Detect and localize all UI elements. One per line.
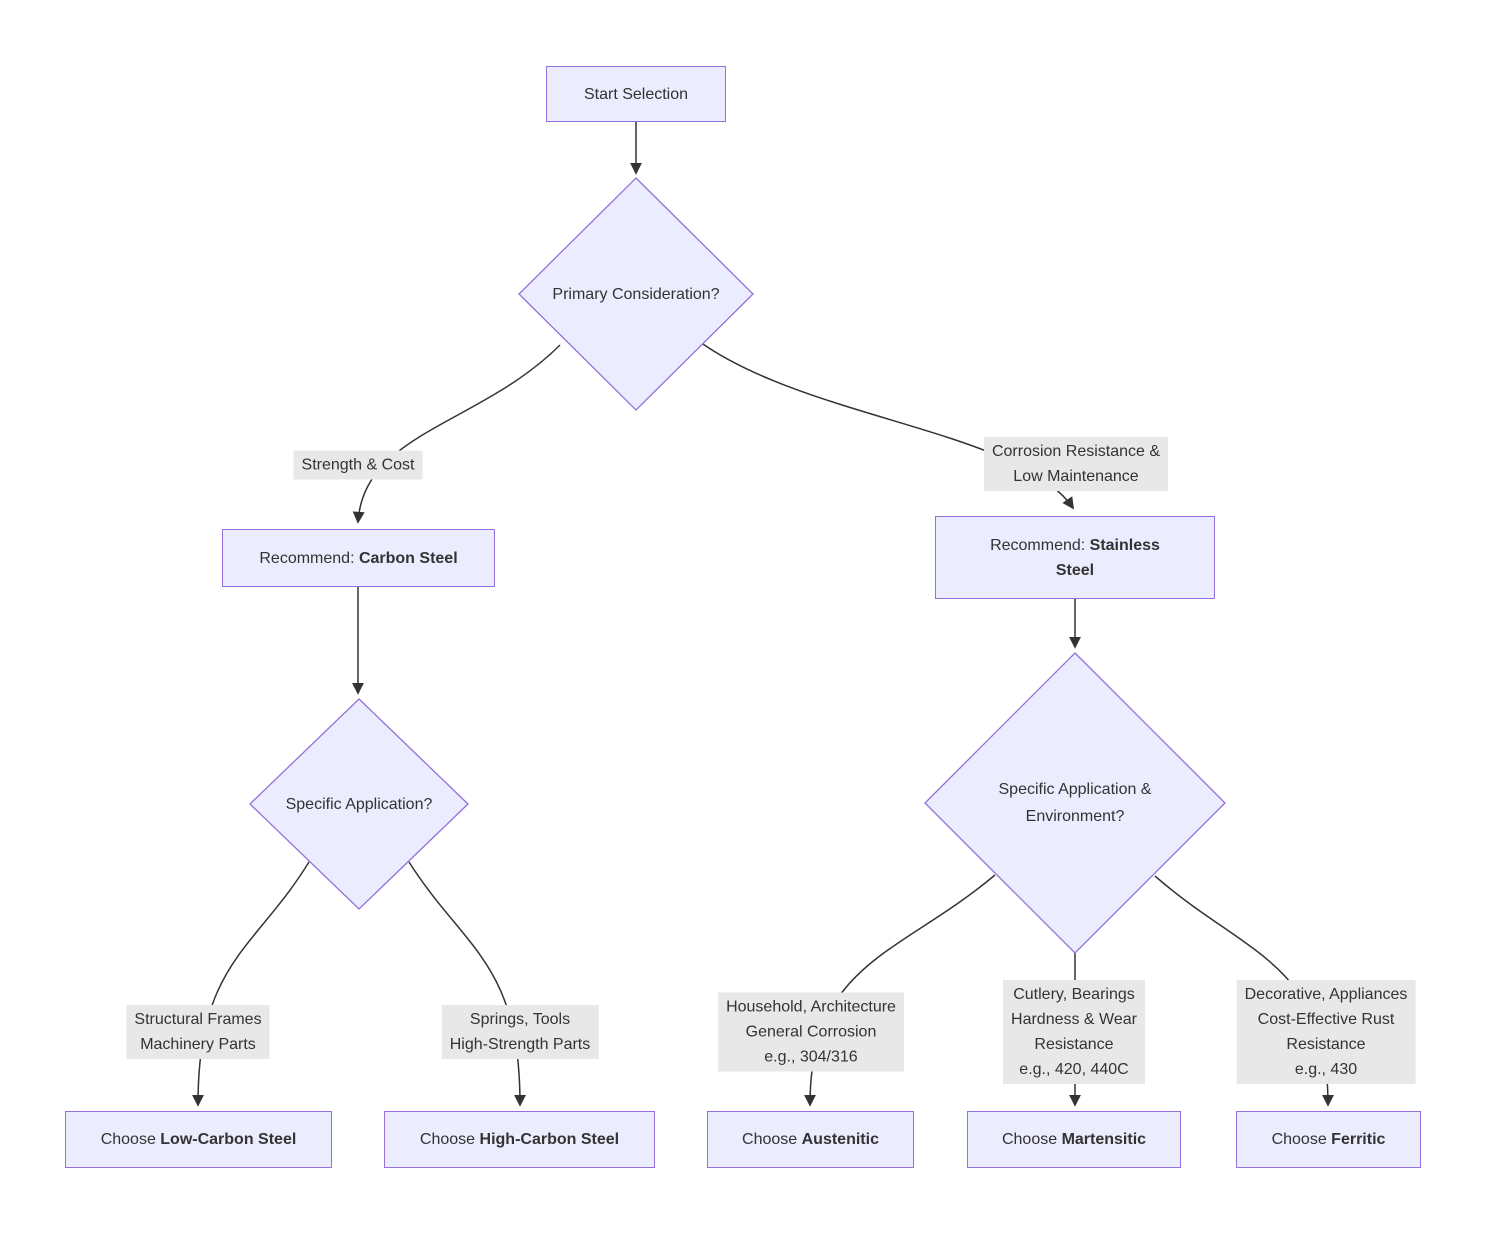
edge-label-decorative-appliances: Decorative, Appliances Cost-Effective Ru… — [1236, 980, 1416, 1084]
edge-label-line: General Corrosion — [745, 1023, 877, 1041]
edge-label-line: Cutlery, Bearings — [1013, 986, 1135, 1003]
edge-label-line: Strength & Cost — [301, 456, 415, 474]
edge-label-line: Household, Architecture — [726, 998, 896, 1016]
diamond-specific-environment — [924, 652, 1226, 954]
edge-primary-to-carbon — [352, 344, 561, 524]
node-recommend-stainless-steel: Recommend: Stainless Steel — [935, 516, 1215, 599]
node-label: Choose Low-Carbon Steel — [100, 1131, 297, 1148]
edge-label-cutlery-bearings: Cutlery, Bearings Hardness & Wear Resist… — [1003, 980, 1145, 1084]
edge-label-springs-tools: Springs, Tools High-Strength Parts — [441, 1005, 599, 1059]
edge-label-structural-frames: Structural Frames Machinery Parts — [126, 1005, 270, 1059]
node-start-selection: Start Selection — [546, 66, 726, 122]
edge-label-line: Hardness & Wear — [1011, 1011, 1137, 1028]
diamond-specific-application — [249, 698, 469, 910]
edge-label-line: Structural Frames — [134, 1011, 262, 1028]
edge-label-strength-cost: Strength & Cost — [293, 450, 423, 480]
edge-specific-to-low-carbon — [192, 861, 310, 1107]
node-recommend-carbon-steel: Recommend: Carbon Steel — [222, 529, 495, 587]
edge-label-line: e.g., 420, 440C — [1019, 1061, 1129, 1078]
edge-label-line: High-Strength Parts — [449, 1036, 591, 1053]
edge-label-line: Springs, Tools — [469, 1011, 571, 1028]
node-choose-austenitic: Choose Austenitic — [707, 1111, 914, 1168]
diamond-primary-consideration — [518, 177, 754, 411]
node-label: Choose High-Carbon Steel — [419, 1131, 620, 1148]
edge-label-line: Resistance — [1286, 1036, 1366, 1053]
node-label: Choose Ferritic — [1271, 1131, 1386, 1148]
node-label: Start Selection — [583, 85, 689, 103]
edge-label-line: Corrosion Resistance & — [991, 443, 1161, 460]
edge-label-line: Cost-Effective Rust — [1257, 1011, 1395, 1028]
edge-label-line: Low Maintenance — [1013, 468, 1139, 485]
node-choose-ferritic: Choose Ferritic — [1236, 1111, 1421, 1168]
edge-label-household-architecture: Household, Architecture General Corrosio… — [718, 992, 904, 1072]
node-label: Recommend: Carbon Steel — [259, 549, 458, 567]
edge-specific-to-high-carbon — [408, 861, 526, 1107]
node-choose-high-carbon-steel: Choose High-Carbon Steel — [384, 1111, 655, 1168]
edge-label-line: Decorative, Appliances — [1244, 986, 1408, 1003]
edge-label-line: Machinery Parts — [140, 1036, 256, 1053]
node-label: Choose Austenitic — [742, 1131, 879, 1148]
edge-label-line: e.g., 304/316 — [764, 1048, 858, 1066]
node-choose-low-carbon-steel: Choose Low-Carbon Steel — [65, 1111, 332, 1168]
edge-label-line: e.g., 430 — [1294, 1061, 1358, 1078]
edge-label-corrosion-resistance: Corrosion Resistance & Low Maintenance — [983, 437, 1169, 491]
node-label: Choose Martensitic — [1001, 1131, 1147, 1148]
edge-label-line: Resistance — [1034, 1036, 1114, 1053]
node-choose-martensitic: Choose Martensitic — [967, 1111, 1181, 1168]
node-label: Recommend: Stainless Steel — [990, 536, 1160, 579]
